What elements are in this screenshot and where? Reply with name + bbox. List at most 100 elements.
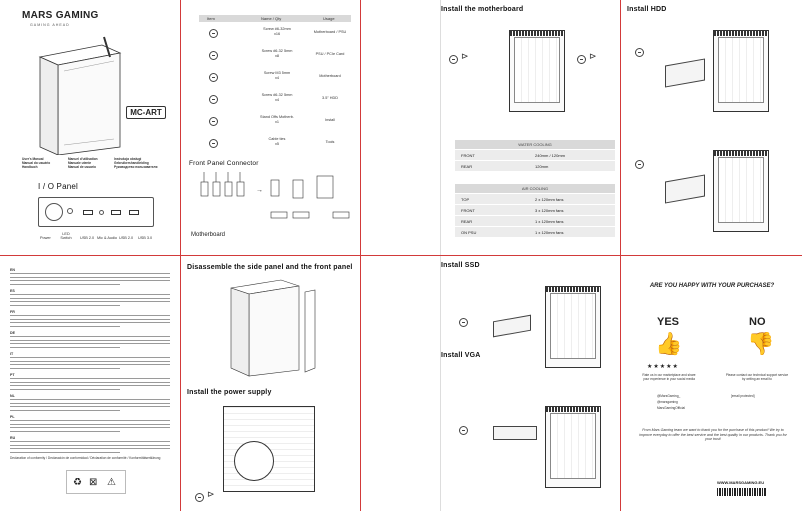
text-line [10,343,170,345]
io-label: Power [40,236,51,240]
barcode-icon [717,488,767,496]
case-diagram [509,30,565,112]
language-paragraph: RU [10,436,172,456]
power-button-icon [45,203,63,221]
screw-icon [209,139,218,148]
text-line [10,409,120,411]
language-paragraph: DE [10,331,172,351]
text-line [10,388,120,390]
thanks-text: From Mars Gaming team we want to thank y… [639,428,787,442]
bin-icon: ⊠ [89,477,98,488]
install-hdd-title: Install HDD [627,6,667,13]
arrow-icon: ⊳ [207,490,215,500]
social-link[interactable]: @marsgaming [657,400,678,404]
language-code: PT [10,373,15,377]
website-link[interactable]: WWW.MARSGAMING.EU [717,480,765,485]
text-line [10,451,120,453]
audio-jack-icon [99,210,104,215]
brand-logo: MARS GAMING [22,10,99,21]
screw-icon [635,48,644,57]
text-line [10,339,170,341]
accessory-usage: Motherboard / PSU [313,30,347,34]
text-line [10,276,170,278]
language-code: FR [10,310,15,314]
yes-text: Rate us in our marketplace and share you… [642,373,696,382]
disassemble-illustration [230,279,316,377]
language-paragraph: NL [10,394,172,414]
disassemble-panel: Disassemble the side panel and the front… [181,256,360,511]
manual-lang-2: Manuel d'utilisation Manuale utente Manu… [68,157,98,170]
screw-icon [195,493,204,502]
accessories-panel: Item Name / Qty Usage Screw #6-32mm x16 M… [181,0,360,255]
manual-lang-1: User's Manual Manual do usuário Handbuch [22,157,51,170]
install-ssd-panel: Install SSD Install VGA [361,256,620,511]
table-row: REAR 120mm [455,161,615,171]
usb-port-icon [83,210,93,215]
no-text: Please contact our technical support ser… [725,373,789,382]
language-paragraph: ES [10,289,172,309]
social-link[interactable]: MarsGamingOfficial [657,406,685,410]
feedback-question: ARE YOU HAPPY WITH YOUR PURCHASE? [649,283,775,289]
support-email-link[interactable]: [email protected] [731,394,755,398]
case-diagram [713,150,769,232]
cooling-value: 1 x 120mm fans [535,230,564,235]
accessory-name: Screw #6-32 5mm x8 [261,49,293,58]
accessory-usage: Install [325,118,335,122]
text-line [10,364,170,366]
screw-icon [209,117,218,126]
text-line [10,294,170,296]
accessory-row: Screw #6-32 5mm x8 PSU / PCIe Card [199,46,351,66]
accessory-row: Screw #6-32mm x16 Motherboard / PSU [199,24,351,44]
text-line [10,427,170,429]
language-paragraph: PT [10,373,172,393]
text-line [10,444,170,446]
cooling-position: REAR [461,164,473,169]
front-panel-diagram: → [200,172,350,219]
text-line [10,402,170,404]
cooling-value: 240mm / 120mm [535,153,566,158]
screw-icon [209,29,218,38]
screw-icon [209,73,218,82]
arrow-icon: ⊳ [589,52,597,62]
cooling-position: FRONT [461,208,475,213]
table-row: FRONT 240mm / 120mm [455,150,615,160]
accessories-header: Item Name / Qty Usage [199,15,351,22]
accessory-usage: PSU / PCIe Card [315,52,345,56]
io-label: USB 2.0 [119,236,134,240]
case-diagram [545,286,601,368]
water-cooling-header: WATER COOLING [455,140,615,149]
text-line [10,423,170,425]
arrow-icon: ⊳ [461,52,469,62]
brand-tagline: GAMING AHEAD [30,23,70,27]
manual-languages: User's Manual Manual do usuário Handbuch… [22,157,162,171]
install-motherboard-title: Install the motherboard [441,6,524,13]
social-link[interactable]: @MarsGaming_ [657,394,681,398]
disassemble-title: Disassemble the side panel and the front… [187,264,353,271]
install-vga-title: Install VGA [441,352,481,359]
install-motherboard-panel: Install the motherboard ⊳ ⊳ WATER COOLIN… [361,0,620,255]
front-panel-title: Front Panel Connector [189,160,259,167]
text-line [10,385,170,387]
cooling-value: 1 x 120mm fans [535,219,564,224]
accessory-name: Screw #6-32 5mm x4 [261,93,293,102]
text-line [10,280,170,282]
accessory-name: Screw M3 5mm x4 [263,71,291,80]
text-line [10,336,170,338]
text-line [10,346,120,348]
accessory-name: Stand Offs Motherb. x1 [260,115,294,124]
accessory-name: Screw #6-32mm x16 [263,27,291,36]
io-panel-diagram [38,197,154,227]
text-line [10,448,170,450]
svg-text:→: → [256,187,263,194]
install-hdd-panel: Install HDD [621,0,802,255]
io-label: USB 2.0 [80,236,95,240]
header-usage: Usage [323,16,335,21]
vga-card-icon [493,426,537,440]
screw-icon [209,95,218,104]
thumbs-down-icon: 👎 [747,332,775,357]
